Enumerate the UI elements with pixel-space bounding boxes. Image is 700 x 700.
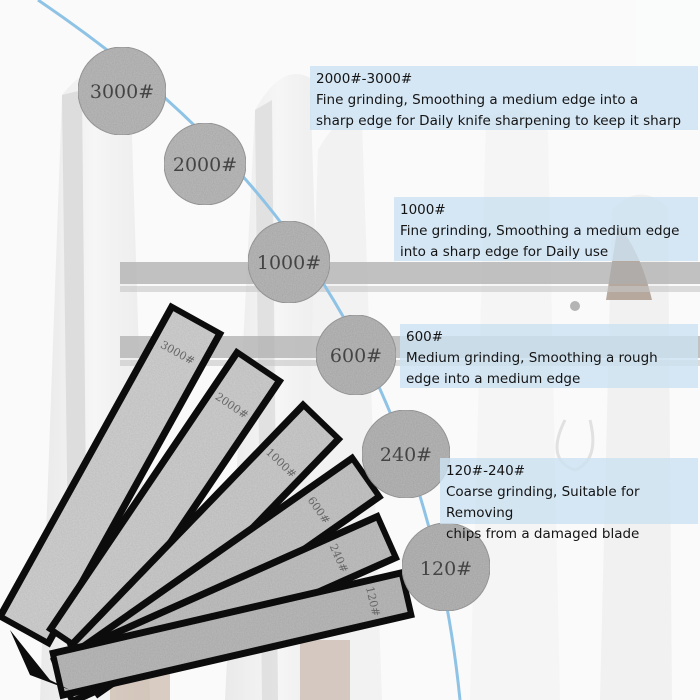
stone-120: 120# [49, 568, 415, 700]
circle-label-1000: 1000# [257, 252, 321, 274]
callout-grade: 600# [406, 329, 444, 345]
callout-1000: 1000# Fine grinding, Smoothing a medium … [394, 197, 698, 261]
callout-2000-3000: 2000#-3000# Fine grinding, Smoothing a m… [310, 66, 698, 130]
circle-3000: 3000# [77, 46, 167, 136]
callout-grade: 1000# [400, 202, 446, 218]
callout-description: Fine grinding, Smoothing a medium edge i… [316, 92, 682, 129]
circle-240: 240# [361, 409, 451, 499]
circle-label-2000: 2000# [173, 154, 237, 176]
circle-label-3000: 3000# [90, 81, 154, 103]
circle-600: 600# [315, 314, 397, 396]
callout-grade: 120#-240# [446, 463, 526, 479]
callout-description: Medium grinding, Smoothing a rough edge … [406, 350, 658, 387]
stone-2000: 2000# [45, 347, 285, 663]
circle-label-600: 600# [330, 345, 382, 367]
callout-description: Fine grinding, Smoothing a medium edge i… [400, 223, 680, 260]
circle-label-240: 240# [380, 444, 432, 466]
circle-120: 120# [401, 522, 491, 612]
circle-1000: 1000# [247, 220, 331, 304]
callout-120-240: 120#-240# Coarse grinding, Suitable for … [440, 458, 698, 542]
circle-2000: 2000# [163, 122, 247, 206]
callout-description: Coarse grinding, Suitable for Removing c… [446, 484, 640, 542]
stone-3000: 3000# [0, 302, 225, 648]
circle-label-120: 120# [420, 558, 472, 580]
stone-fan: 3000# 2000# 1000# 600# 240# 120# [0, 302, 415, 700]
callout-600: 600# Medium grinding, Smoothing a rough … [400, 324, 698, 388]
grit-circles: 3000# 2000# 1000# 600# 240# 120# [77, 46, 491, 612]
callout-grade: 2000#-3000# [316, 71, 413, 87]
